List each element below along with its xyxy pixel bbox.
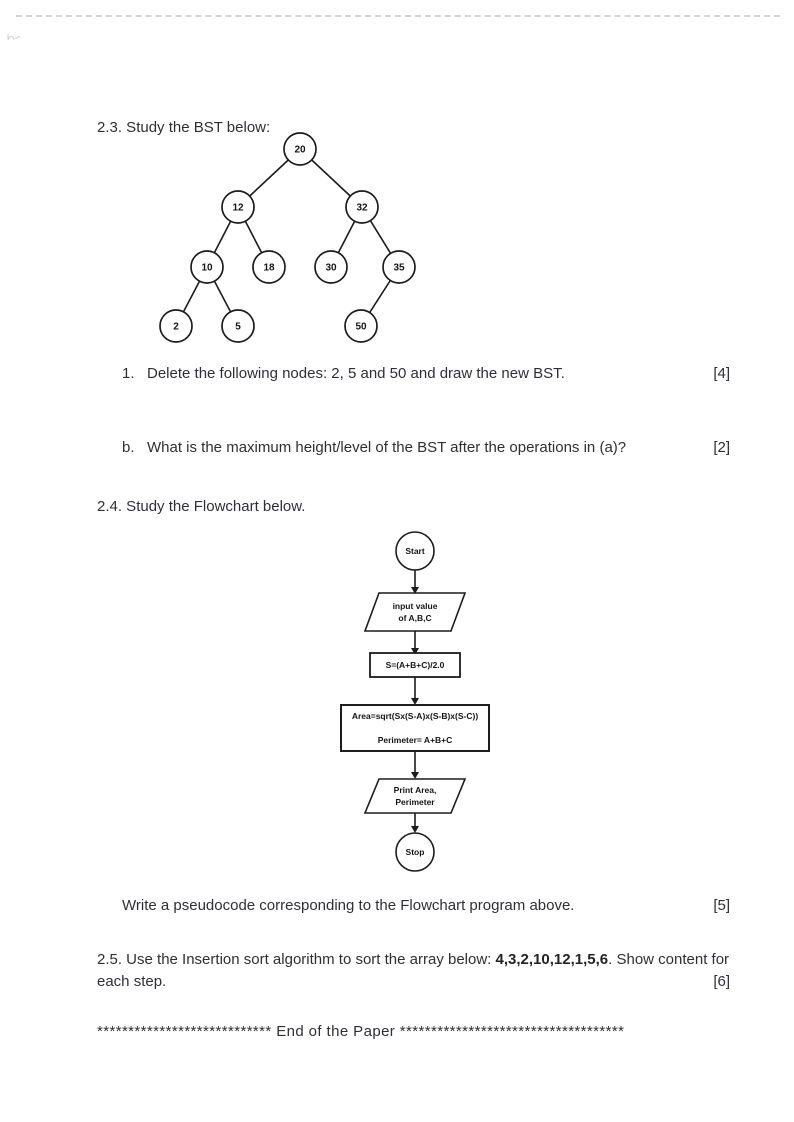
svg-text:2: 2 [173,322,179,333]
question-mark: [6] [713,973,730,990]
svg-text:Area=sqrt(Sx(S-A)x(S-B)x(S-C)): Area=sqrt(Sx(S-A)x(S-B)x(S-C)) [352,711,479,721]
question-2-5: 2.5. Use the Insertion sort algorithm to… [97,949,730,993]
array-values: 4,3,2,10,12,1,5,6 [495,951,609,968]
question-text: . Show content for [608,951,730,968]
svg-text:Stop: Stop [406,847,425,857]
question-row-pseudocode: Write a pseudocode corresponding to the … [122,896,730,916]
end-of-paper-label: End of the Paper [271,1023,400,1040]
bst-diagram: 20 12 32 10 18 30 35 2 5 50 [159,132,416,343]
svg-text:Perimeter: Perimeter [395,797,435,807]
svg-text:30: 30 [325,263,337,274]
svg-text:35: 35 [393,263,405,274]
scan-artifact-line [16,15,780,17]
stars-left: **************************** [97,1023,272,1040]
question-number: 1. [122,365,135,382]
svg-text:12: 12 [232,203,244,214]
svg-text:Perimeter= A+B+C: Perimeter= A+B+C [378,735,453,745]
question-text: 2.5. Use the Insertion sort algorithm to… [97,951,496,968]
question-mark: [4] [713,365,730,382]
section-2-3-title: 2.3. Study the BST below: [97,119,271,136]
svg-text:Start: Start [405,546,425,556]
question-mark: [5] [713,897,730,914]
question-text: Delete the following nodes: 2, 5 and 50 … [147,365,565,382]
svg-text:S=(A+B+C)/2.0: S=(A+B+C)/2.0 [386,660,445,670]
flowchart-diagram: Start input value of A,B,C S=(A+B+C)/2.0Are… [340,531,490,872]
question-mark: [2] [713,439,730,456]
question-2-5-line2: each step. [6] [97,971,730,993]
question-2-5-line1: 2.5. Use the Insertion sort algorithm to… [97,949,730,971]
svg-text:of A,B,C: of A,B,C [398,613,431,623]
svg-text:5: 5 [235,322,241,333]
end-of-paper-line: **************************** End of the … [97,1023,624,1040]
svg-text:20: 20 [294,145,306,156]
svg-text:50: 50 [355,322,367,333]
question-number: b. [122,439,135,456]
scan-artifact-mark [7,34,21,41]
question-row-b: b. What is the maximum height/level of th… [122,438,730,458]
question-row-1: 1. Delete the following nodes: 2, 5 and 5… [122,364,730,384]
svg-text:10: 10 [201,263,213,274]
stars-right: ************************************ [399,1023,625,1040]
section-2-4-title: 2.4. Study the Flowchart below. [97,498,306,515]
svg-text:Print Area,: Print Area, [394,785,437,795]
svg-text:18: 18 [263,263,275,274]
question-text: each step. [97,973,167,990]
svg-text:32: 32 [356,203,368,214]
svg-text:input value: input value [393,601,438,611]
question-text: Write a pseudocode corresponding to the … [122,897,575,914]
question-text: What is the maximum height/level of the … [147,439,627,456]
